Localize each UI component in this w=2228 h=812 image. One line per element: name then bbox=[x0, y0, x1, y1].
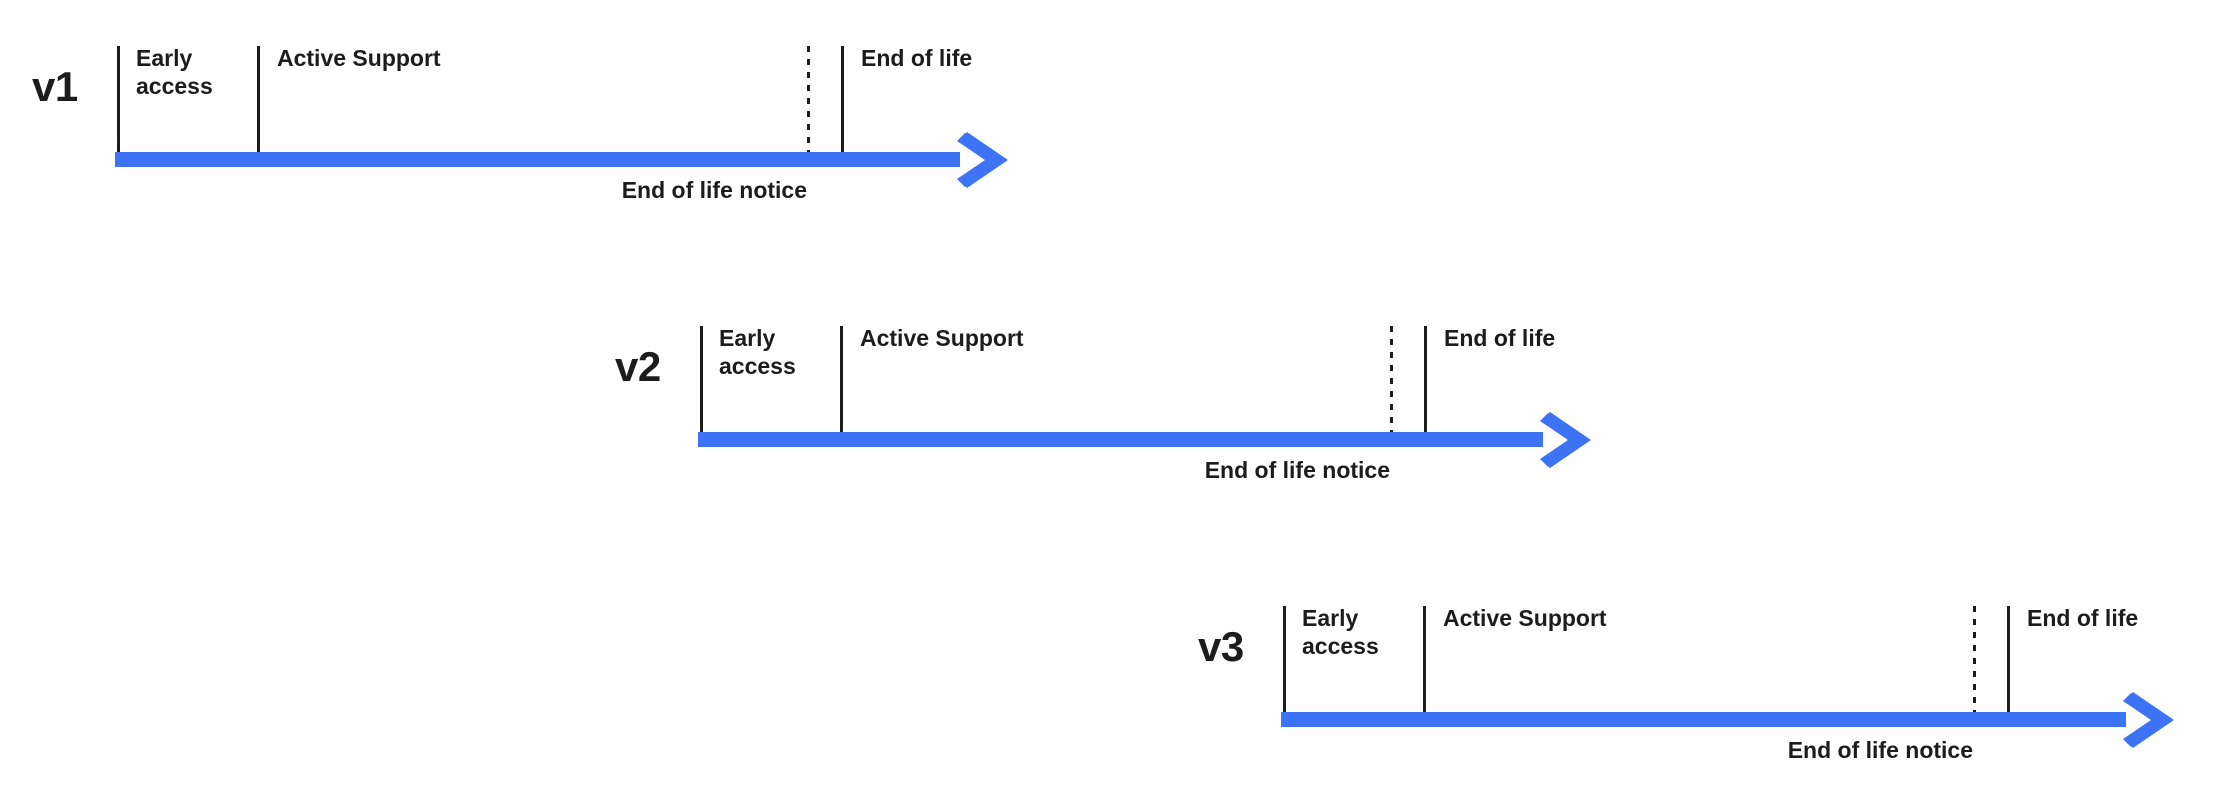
tick-end-of-life-notice-v3 bbox=[1973, 606, 1976, 712]
phase-label-early-access-v1: Early access bbox=[136, 45, 213, 99]
phase-label-early-access-v3: Early access bbox=[1302, 605, 1379, 659]
tick-end-of-life-start-v2 bbox=[1424, 326, 1427, 432]
phase-label-end-of-life-v3: End of life bbox=[2027, 605, 2139, 631]
notice-label-end-of-life-notice-v2: End of life notice bbox=[1204, 457, 1390, 483]
tick-active-support-start-v3 bbox=[1423, 606, 1426, 712]
tick-active-support-start-v1 bbox=[257, 46, 260, 152]
version-label-v3: v3 bbox=[1198, 623, 1244, 670]
axis-bar-v2 bbox=[698, 432, 1543, 447]
phase-label-end-of-life-v1: End of life bbox=[861, 45, 973, 71]
timeline-row-v1: v1 Early access Active Support End of li… bbox=[0, 0, 1060, 215]
version-label-v1: v1 bbox=[32, 63, 78, 110]
tick-early-access-start-v2 bbox=[700, 326, 703, 432]
tick-end-of-life-notice-v2 bbox=[1390, 326, 1393, 432]
phase-label-early-access-v2: Early access bbox=[719, 325, 796, 379]
axis-bar-v1 bbox=[115, 152, 960, 167]
tick-end-of-life-notice-v1 bbox=[807, 46, 810, 152]
phase-label-active-support-v3: Active Support bbox=[1443, 605, 1607, 631]
phase-label-active-support-v1: Active Support bbox=[277, 45, 441, 71]
axis-arrow-head-v3 bbox=[2123, 692, 2174, 748]
axis-arrow-head-v1 bbox=[957, 132, 1008, 188]
tick-active-support-start-v2 bbox=[840, 326, 843, 432]
notice-label-end-of-life-notice-v1: End of life notice bbox=[621, 177, 807, 203]
tick-early-access-start-v3 bbox=[1283, 606, 1286, 712]
phase-label-active-support-v2: Active Support bbox=[860, 325, 1024, 351]
timeline-row-v2: v2 Early access Active Support End of li… bbox=[0, 280, 1650, 495]
axis-arrow-head-v2 bbox=[1540, 412, 1591, 468]
version-label-v2: v2 bbox=[615, 343, 661, 390]
tick-early-access-start-v1 bbox=[117, 46, 120, 152]
notice-label-end-of-life-notice-v3: End of life notice bbox=[1787, 737, 1973, 763]
axis-bar-v3 bbox=[1281, 712, 2126, 727]
phase-label-end-of-life-v2: End of life bbox=[1444, 325, 1556, 351]
tick-end-of-life-start-v3 bbox=[2007, 606, 2010, 712]
timeline-row-v3: v3 Early access Active Support End of li… bbox=[0, 560, 2228, 775]
tick-end-of-life-start-v1 bbox=[841, 46, 844, 152]
